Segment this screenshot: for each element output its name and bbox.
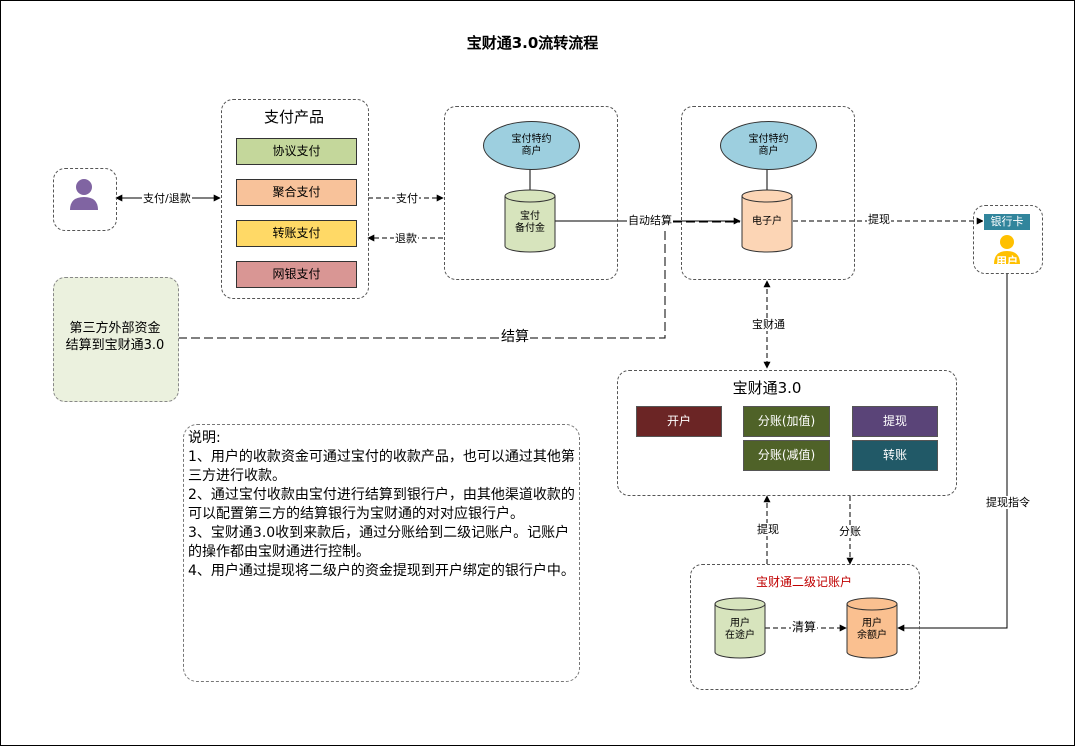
bct-split-add: 分账(加值) xyxy=(743,406,830,437)
label-settle: 结算 xyxy=(500,329,530,346)
user-left-icon xyxy=(70,179,98,210)
label-refund: 退款 xyxy=(394,232,418,245)
bct-group xyxy=(617,370,957,496)
label-split-down: 分账 xyxy=(838,525,862,538)
product-transfer-pay: 转账支付 xyxy=(236,220,357,247)
user-right-icon xyxy=(994,235,1020,264)
merchant-2-ellipse-text: 宝付特约 商户 xyxy=(748,133,789,157)
merchant-1-ellipse-text: 宝付特约 商户 xyxy=(511,133,552,157)
label-clearing: 清算 xyxy=(791,620,818,634)
cylinder-reserve-fund xyxy=(504,189,556,253)
label-withdraw-up: 提现 xyxy=(756,523,780,536)
merchant-2-ellipse: 宝付特约 商户 xyxy=(720,121,817,170)
bct-open: 开户 xyxy=(636,406,722,437)
merchant-1-ellipse: 宝付特约 商户 xyxy=(483,121,580,170)
label-bct-link: 宝财通 xyxy=(751,318,786,331)
user-right-label: 用户 xyxy=(996,255,1018,268)
third-party-text: 第三方外部资金 结算到宝财通3.0 xyxy=(65,321,165,353)
user-left-box xyxy=(53,168,117,231)
user-right-box xyxy=(973,205,1043,274)
reserve-fund-label: 宝付 备付金 xyxy=(515,211,545,234)
bct-split-sub: 分账(减值) xyxy=(743,440,830,471)
sub-account-group xyxy=(690,564,920,690)
diagram-title: 宝财通3.0流转流程 xyxy=(466,34,599,52)
label-withdraw-cmd: 提现指令 xyxy=(985,496,1031,509)
payment-products-group xyxy=(221,99,369,299)
balance-label: 用户 余额户 xyxy=(857,618,887,641)
merchant-group-2 xyxy=(681,106,855,280)
label-pay: 支付 xyxy=(395,192,419,205)
label-withdraw-top: 提现 xyxy=(867,213,891,226)
edge-settle xyxy=(178,221,740,339)
product-agreement-pay: 协议支付 xyxy=(236,138,357,165)
bct-transfer: 转账 xyxy=(852,440,938,471)
in-transit-label: 用户 在途户 xyxy=(725,618,755,641)
cylinder-in-transit xyxy=(714,597,766,659)
edge-withdraw-cmd xyxy=(897,273,1008,632)
third-party-box xyxy=(53,277,179,402)
product-aggregate-pay: 聚合支付 xyxy=(236,179,357,206)
bank-card: 银行卡 xyxy=(983,213,1031,231)
user-left-label: 用户 xyxy=(73,214,95,227)
payment-products-title: 支付产品 xyxy=(263,108,324,126)
e-account-label: 电子户 xyxy=(752,216,782,227)
product-netbank-pay: 网银支付 xyxy=(236,261,357,288)
label-auto-settle: 自动结算 xyxy=(627,214,673,227)
bct-withdraw: 提现 xyxy=(852,406,938,437)
cylinder-balance xyxy=(846,597,898,659)
bct-title: 宝财通3.0 xyxy=(732,379,802,397)
notes-text: 说明: 1、用户的收款资金可通过宝付的收款产品，也可以通过其他第三方进行收款。 … xyxy=(188,430,575,579)
cylinder-e-account xyxy=(741,189,793,253)
notes-box xyxy=(183,424,580,682)
sub-account-title: 宝财通二级记账户 xyxy=(755,575,852,589)
merchant-group-1 xyxy=(444,106,618,280)
label-pay-refund: 支付/退款 xyxy=(142,192,192,205)
